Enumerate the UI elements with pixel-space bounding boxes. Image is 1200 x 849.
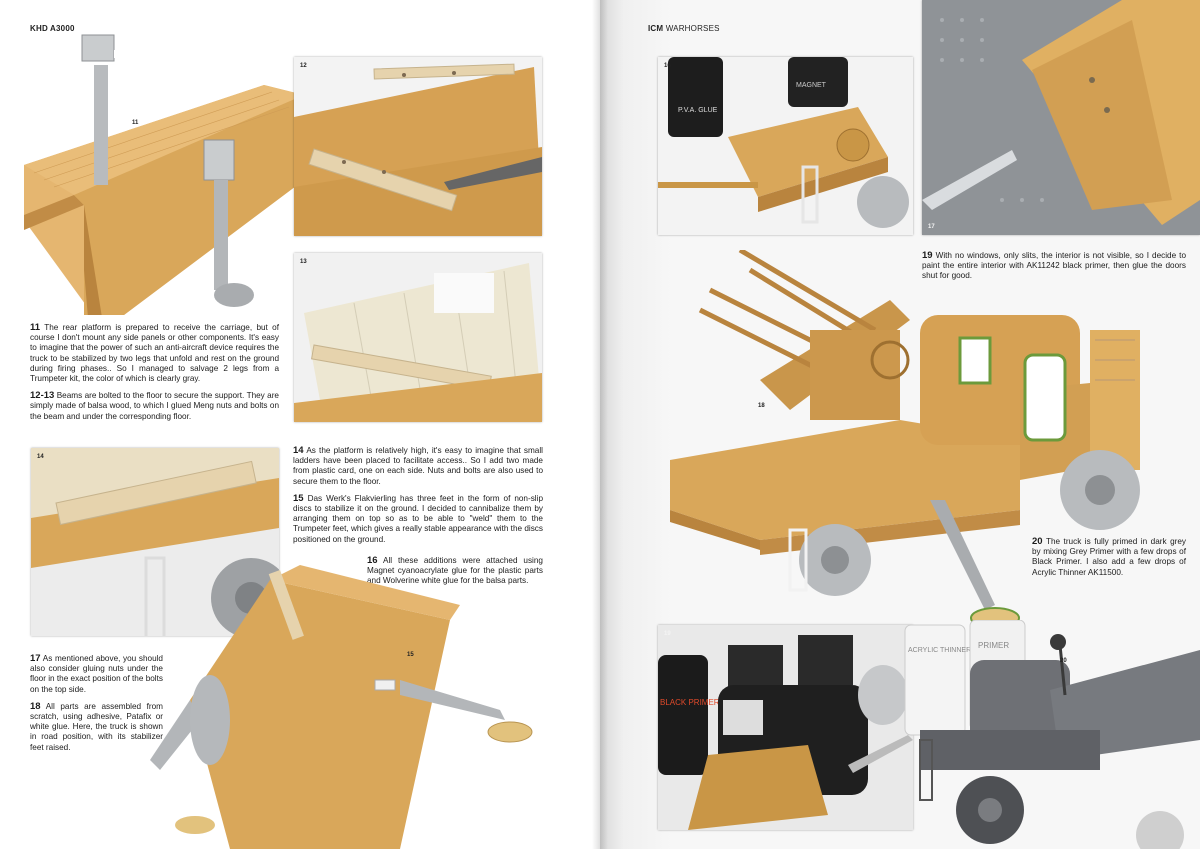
photo-16: P.V.A. GLUE MAGNET 16 [658,57,913,235]
step-14: 14 As the platform is relatively high, i… [293,445,543,486]
header-code: KHD A3000 [30,24,75,33]
photo-17: 17 [922,0,1200,235]
step-18: 18 All parts are assembled from scratch,… [30,700,164,752]
step-15: 15 Das Werk's Flakvierling has three fee… [293,492,543,544]
text-block-20: 20 The truck is fully primed in dark gre… [1032,536,1186,585]
photo-number: 16 [664,63,671,69]
photo-number: 14 [37,454,44,460]
black-primer-label: BLACK PRIMER [660,698,720,707]
photo-18: 18 [640,247,1170,630]
truck-illustration [670,247,1140,629]
page-gutter [592,0,608,849]
text-block-14-15: 14 As the platform is relatively high, i… [293,445,543,552]
primer-label: PRIMER [978,641,1009,650]
step-16: 16 All these additions were attached usi… [367,555,543,586]
photo-number: 12 [300,63,307,69]
pva-label: P.V.A. GLUE [678,107,718,114]
text-block-19: 19 With no windows, only slits, the inte… [922,250,1187,289]
platform-illustration [24,34,304,330]
thinner-label: ACRYLIC THINNER [908,647,971,654]
photo-number: 15 [407,652,414,658]
photo-number: 18 [758,403,765,409]
text-block-16: 16 All these additions were attached usi… [367,555,543,594]
step-12-13: 12-13 Beams are bolted to the floor to s… [30,390,279,421]
header-right: ICM WARHORSES [648,24,720,33]
photo-11: 11 [14,30,304,330]
photo-19: BLACK PRIMER 19 [658,625,913,830]
magnet-label: MAGNET [796,82,827,89]
step-20: 20 The truck is fully primed in dark gre… [1032,536,1186,577]
grey-truck-illustration: ACRYLIC THINNER PRIMER [904,619,1200,849]
photo-number: 20 [1060,658,1067,664]
photo-number: 13 [300,259,307,265]
photo-number: 11 [132,120,139,126]
text-block-17-18: 17 As mentioned above, you should also c… [30,653,164,760]
header-brand: ICM [648,24,664,33]
photo-number: 17 [928,224,935,230]
photo-15: 15 [150,560,570,849]
left-page: KHD A3000 11 [14,24,570,849]
header-section: WARHORSES [665,24,720,33]
photo-13: 13 [294,253,542,422]
step-17: 17 As mentioned above, you should also c… [30,653,163,694]
assembled-platform-illustration [150,565,533,849]
text-block-11-13: 11 The rear platform is prepared to rece… [30,322,279,429]
right-page: ICM WARHORSES 3839 P.V.A. GLUE MAGNET 16 [600,0,1200,849]
photo-number: 19 [664,631,671,637]
photo-12: 12 [294,57,542,236]
header-left: KHD A3000 [30,24,75,33]
photo-20: ACRYLIC THINNER PRIMER 20 [900,619,1200,849]
step-19: 19 With no windows, only slits, the inte… [922,250,1187,281]
step-11: 11 The rear platform is prepared to rece… [30,322,279,384]
